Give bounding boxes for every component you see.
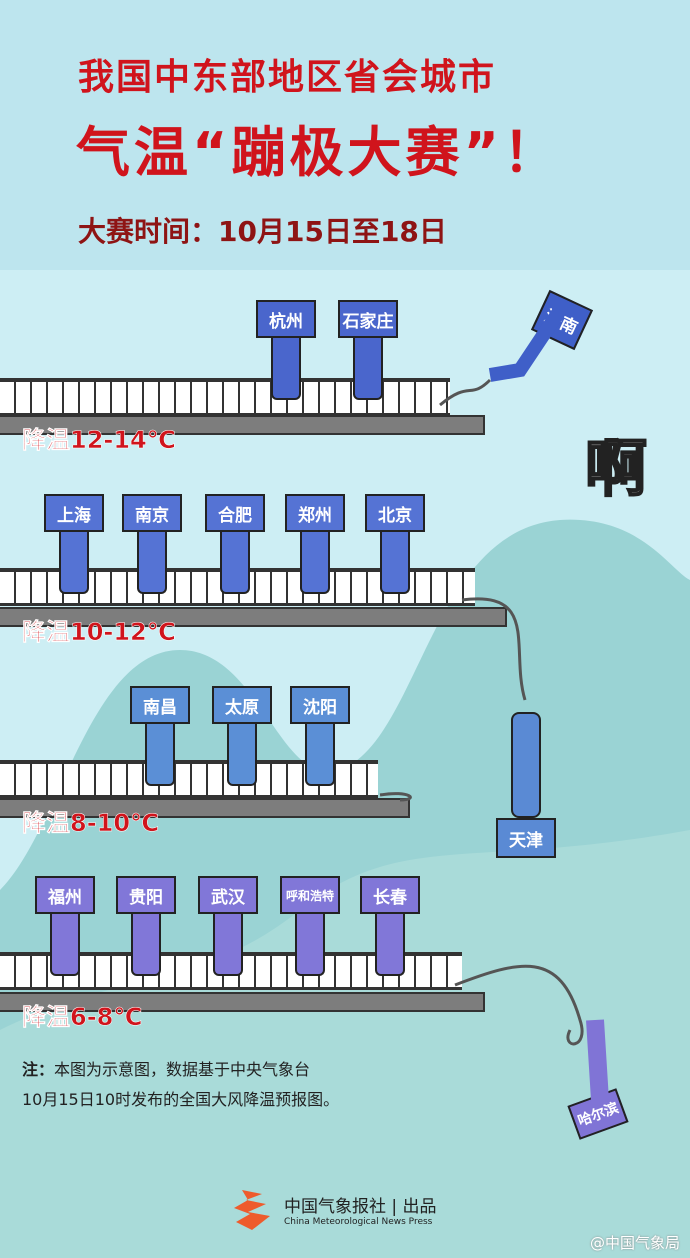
platform-deck <box>0 992 485 1012</box>
city-body <box>137 532 167 594</box>
city-body <box>50 914 80 976</box>
city-figure: 长春 <box>360 876 420 976</box>
city-body <box>375 914 405 976</box>
city-body <box>213 914 243 976</box>
city-figure: 南京 <box>122 494 182 594</box>
city-body <box>131 914 161 976</box>
city-label: 太原 <box>212 686 272 724</box>
cooling-range-label: 降温6-8℃ <box>22 1003 143 1032</box>
jumper-body-tianjin <box>511 712 541 818</box>
publisher-wave-icon <box>234 1190 270 1230</box>
city-figure: 武汉 <box>198 876 258 976</box>
city-body <box>271 338 301 400</box>
title-line1: 我国中东部地区省会城市 <box>78 57 497 98</box>
city-figure: 北京 <box>365 494 425 594</box>
title-line2: 气温“蹦极大赛”！ <box>76 121 561 184</box>
note-line2: 10月15日10时发布的全国大风降温预报图。 <box>22 1090 340 1109</box>
cooling-range-label: 降温10-12℃ <box>22 618 176 647</box>
city-label: 沈阳 <box>290 686 350 724</box>
cooling-range-label: 降温8-10℃ <box>22 809 160 838</box>
city-body <box>220 532 250 594</box>
city-label: 福州 <box>35 876 95 914</box>
city-figure: 上海 <box>44 494 104 594</box>
publisher-logo: 中国气象报社 | 出品 China Meteorological News Pr… <box>232 1186 437 1232</box>
city-figure: 郑州 <box>285 494 345 594</box>
city-figure: 太原 <box>212 686 272 786</box>
jumper-box-tianjin: 天津 <box>496 818 556 858</box>
city-figure: 福州 <box>35 876 95 976</box>
city-body <box>295 914 325 976</box>
city-body <box>59 532 89 594</box>
city-body <box>300 532 330 594</box>
city-body <box>305 724 335 786</box>
date-value: 10月15日至18日 <box>218 215 447 248</box>
publisher-name: 中国气象报社 <box>284 1196 386 1217</box>
city-label: 呼和浩特 <box>280 876 340 914</box>
platform-deck <box>0 798 410 818</box>
city-figure: 南昌 <box>130 686 190 786</box>
city-label: 长春 <box>360 876 420 914</box>
note-prefix: 注： <box>22 1060 55 1079</box>
city-label: 南京 <box>122 494 182 532</box>
note-line1: 本图为示意图，数据基于中央气象台 <box>54 1060 311 1079</box>
city-body <box>380 532 410 594</box>
city-label: 上海 <box>44 494 104 532</box>
city-label: 郑州 <box>285 494 345 532</box>
city-body <box>227 724 257 786</box>
city-label: 武汉 <box>198 876 258 914</box>
city-figure: 杭州 <box>256 300 316 400</box>
city-label: 合肥 <box>205 494 265 532</box>
city-figure: 呼和浩特 <box>280 876 340 976</box>
date-label: 大赛时间： <box>78 215 219 248</box>
footnote: 注：本图为示意图，数据基于中央气象台 10月15日10时发布的全国大风降温预报图… <box>22 1055 339 1115</box>
city-figure: 贵阳 <box>116 876 176 976</box>
city-label: 南昌 <box>130 686 190 724</box>
publisher-divider: | <box>391 1196 398 1217</box>
city-figure: 合肥 <box>205 494 265 594</box>
weibo-watermark: @中国气象局 <box>589 1234 680 1252</box>
publisher-suffix: 出品 <box>402 1196 437 1217</box>
platform-deck <box>0 607 507 627</box>
header-background <box>0 0 690 270</box>
exclamation-text: 啊 <box>584 431 648 506</box>
city-label: 贵阳 <box>116 876 176 914</box>
city-body <box>353 338 383 400</box>
city-figure: 石家庄 <box>338 300 398 400</box>
cooling-range-label: 降温12-14℃ <box>22 426 176 455</box>
city-label: 北京 <box>365 494 425 532</box>
city-label: 石家庄 <box>338 300 398 338</box>
date-line: 大赛时间：10月15日至18日 <box>78 210 447 250</box>
city-label: 杭州 <box>256 300 316 338</box>
city-body <box>145 724 175 786</box>
city-figure: 沈阳 <box>290 686 350 786</box>
publisher-english: China Meteorological News Press <box>284 1216 433 1227</box>
platform-deck <box>0 415 485 435</box>
